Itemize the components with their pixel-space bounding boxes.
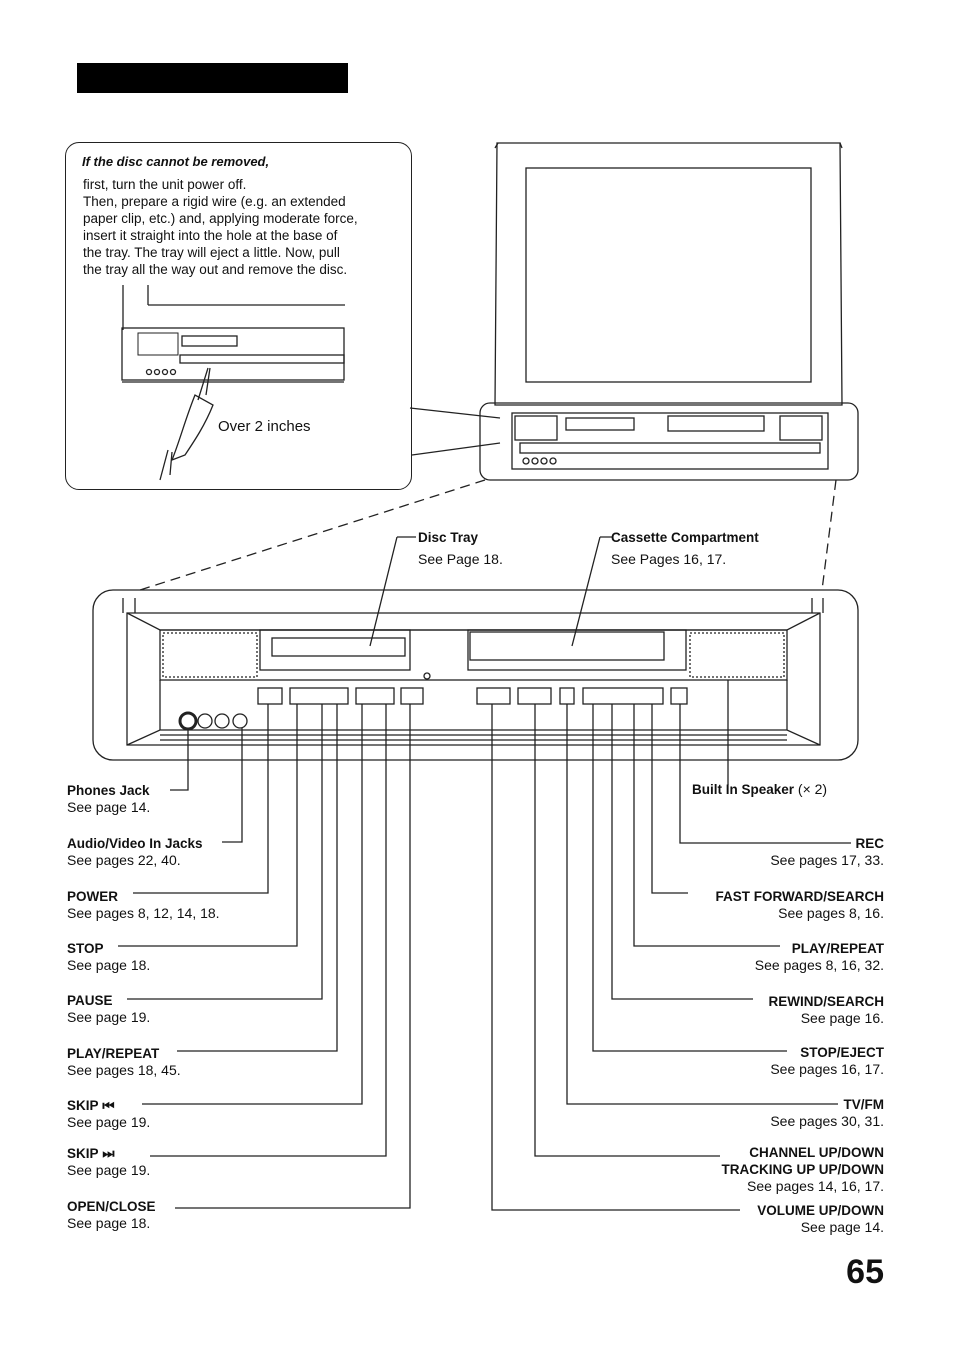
note-title: If the disc cannot be removed, [82, 154, 270, 169]
disc-tray-label: Disc Tray See Page 18. [418, 530, 503, 567]
skip-forward-label: SKIP ⏭ See page 19. [67, 1146, 151, 1178]
note-line: the tray. The tray will eject a little. … [83, 245, 340, 260]
built-in-speaker-label: Built In Speaker (× 2) [692, 781, 828, 797]
skip-forward-icon: ⏭ [102, 1146, 115, 1161]
skip-back-label: SKIP ⏮ See page 19. [67, 1098, 151, 1130]
note-line: paper clip, etc.) and, applying moderate… [83, 211, 358, 226]
tv-set [494, 142, 843, 406]
channel-tracking-label: CHANNEL UP/DOWN TRACKING UP UP/DOWN See … [721, 1145, 884, 1194]
note-line: Then, prepare a rigid wire (e.g. an exte… [83, 194, 346, 209]
cassette-compartment-label: Cassette Compartment See Pages 16, 17. [611, 530, 759, 567]
tv-vcr-unit [479, 402, 859, 481]
page-number: 65 [846, 1253, 884, 1291]
distance-label: Over 2 inches [218, 418, 311, 435]
disc-removal-note-box [65, 142, 412, 490]
note-line: insert it straight into the hole at the … [83, 228, 338, 243]
section-header-bar [77, 63, 348, 93]
skip-back-icon: ⏮ [102, 1098, 115, 1113]
mini-unit-sketch [121, 285, 345, 481]
note-line: the tray all the way out and remove the … [83, 262, 348, 277]
note-line: first, turn the unit power off. [83, 177, 247, 192]
main-vcr-front [122, 598, 824, 746]
